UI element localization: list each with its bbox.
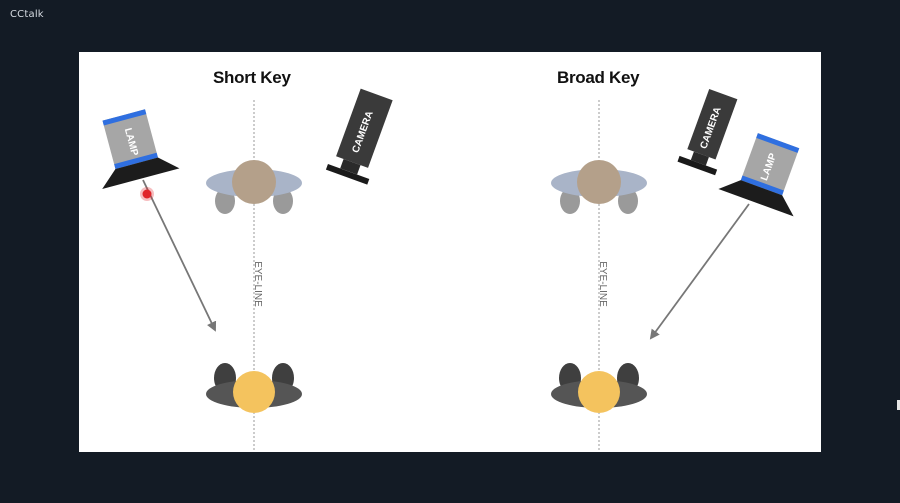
- short-key-title: Short Key: [213, 68, 291, 87]
- lamp-right: LAMP: [718, 133, 800, 217]
- title-bar: CCtalk: [0, 0, 900, 30]
- subject-right: [551, 363, 647, 413]
- camera-right: CAMERA: [677, 89, 738, 176]
- camera-left: CAMERA: [325, 88, 393, 185]
- pointer-dot: [140, 187, 154, 201]
- lighting-diagram: EYE-LINE CAMERA LAMP: [102, 88, 800, 452]
- eye-line-label-right: EYE-LINE: [597, 261, 608, 307]
- presentation-slide: EYE-LINE CAMERA LAMP: [79, 52, 821, 452]
- light-arrow-right: [649, 203, 750, 340]
- light-arrow-left: [142, 179, 217, 332]
- lamp-left: LAMP: [102, 109, 180, 190]
- eye-line-label-left: EYE-LINE: [252, 261, 263, 307]
- subject-left: [206, 363, 302, 413]
- broad-key-title: Broad Key: [557, 68, 640, 87]
- scroll-edge: [897, 400, 900, 410]
- photographer-right: [551, 160, 647, 214]
- photographer-left: [206, 160, 302, 214]
- app-title: CCtalk: [10, 9, 44, 20]
